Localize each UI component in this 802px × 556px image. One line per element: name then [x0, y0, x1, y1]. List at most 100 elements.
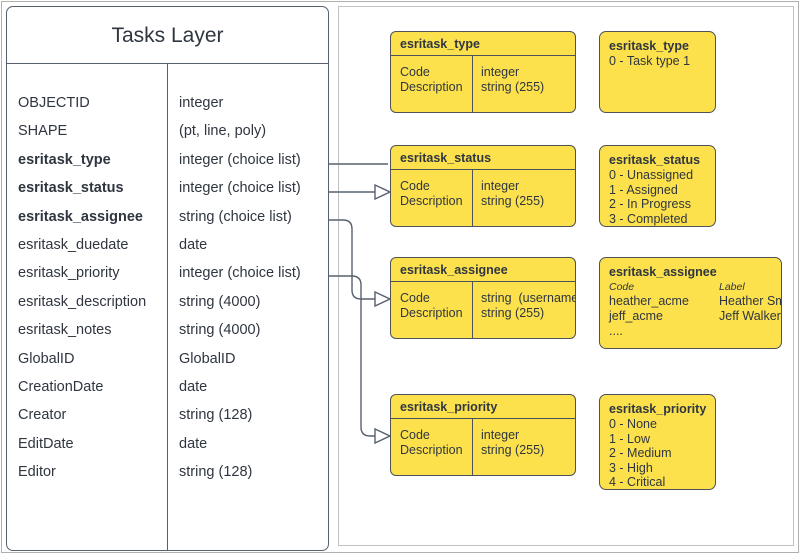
- field-name: EditDate: [18, 435, 74, 452]
- value-list-item: 0 - Unassigned: [609, 168, 694, 182]
- field-type: date: [179, 378, 208, 395]
- value-list-row: heather_acme Heather Smith: [609, 294, 781, 309]
- field-name: esritask_status: [18, 180, 124, 197]
- schema-table-divider: [472, 282, 473, 338]
- value-list-esritask-assignee: esritask_assignee Code Label heather_acm…: [599, 257, 782, 349]
- field-type: string (128): [179, 407, 253, 424]
- schema-table-field-types: string (username) string (255): [481, 291, 575, 320]
- schema-table-body: Code Description integer string (255): [391, 56, 575, 112]
- value-list-esritask-type: esritask_type 0 - Task type 1: [599, 31, 716, 113]
- schema-table-divider: [472, 56, 473, 112]
- field-row: EditDate date: [7, 436, 328, 464]
- value-list-title: esritask_type: [609, 39, 689, 53]
- field-row: Editor string (128): [7, 464, 328, 492]
- field-type: date: [179, 435, 208, 452]
- field-name: esritask_type: [18, 151, 111, 168]
- field-row: SHAPE (pt, line, poly): [7, 123, 328, 151]
- value-list-item: 1 - Low: [609, 431, 650, 446]
- subheader-code: Code: [609, 281, 635, 293]
- schema-table-title: esritask_priority: [391, 395, 575, 419]
- field-name: esritask_assignee: [18, 208, 143, 225]
- field-type: (pt, line, poly): [179, 123, 267, 140]
- field-name: CreationDate: [18, 378, 104, 395]
- field-type: string (128): [179, 464, 253, 481]
- value-label: Heather Smith: [719, 294, 781, 308]
- value-list-lines: 0 - Task type 1: [609, 54, 706, 69]
- field-row: esritask_description string (4000): [7, 294, 328, 322]
- field-row: GlobalID GlobalID: [7, 351, 328, 379]
- value-label: Jeff Walker: [719, 309, 781, 323]
- schema-table-title: esritask_assignee: [391, 258, 575, 282]
- value-list-item: 2 - Medium: [609, 446, 672, 461]
- schema-table-body: Code Description integer string (255): [391, 170, 575, 226]
- value-list-item: 4 - Critical: [609, 475, 666, 490]
- value-list-row: ....: [609, 324, 772, 339]
- schema-table-field-types: integer string (255): [481, 428, 545, 457]
- field-name: OBJECTID: [18, 95, 90, 111]
- value-list-title: esritask_assignee: [609, 265, 717, 279]
- field-type: integer (choice list): [179, 151, 301, 168]
- value-code: jeff_acme: [609, 309, 663, 323]
- value-list-item: 3 - High: [609, 460, 653, 475]
- schema-table-field-names: Code Description: [400, 65, 463, 94]
- schema-table-divider: [472, 170, 473, 226]
- schema-table-divider: [472, 419, 473, 475]
- schema-table-field-names: Code Description: [400, 428, 463, 457]
- field-name: esritask_duedate: [18, 236, 129, 253]
- schema-table-title: esritask_type: [391, 32, 575, 56]
- field-row: esritask_status integer (choice list): [7, 180, 328, 208]
- page-title: Tasks Layer: [7, 7, 328, 64]
- subheader-label: Label: [719, 281, 745, 293]
- field-row: esritask_assignee string (choice list): [7, 209, 328, 237]
- value-code: heather_acme: [609, 294, 689, 308]
- value-list-item: 1 - Assigned: [609, 182, 678, 197]
- schema-table-field-types: integer string (255): [481, 65, 545, 94]
- field-row: esritask_duedate date: [7, 237, 328, 265]
- value-list-item: 0 - Task type 1: [609, 54, 691, 68]
- schema-table-body: Code Description string (username) string…: [391, 282, 575, 338]
- field-type: string (4000): [179, 293, 261, 310]
- field-row: esritask_notes string (4000): [7, 322, 328, 350]
- field-row: CreationDate date: [7, 379, 328, 407]
- value-code: ....: [609, 324, 623, 338]
- field-name: esritask_description: [18, 293, 147, 310]
- field-row: esritask_type integer (choice list): [7, 152, 328, 180]
- field-type: integer (choice list): [179, 180, 301, 197]
- schema-table-field-types: integer string (255): [481, 179, 545, 208]
- field-name: SHAPE: [18, 123, 68, 140]
- field-name: esritask_notes: [18, 322, 112, 339]
- field-type: GlobalID: [179, 350, 236, 367]
- field-name: esritask_priority: [18, 265, 120, 282]
- value-list-title: esritask_status: [609, 153, 701, 167]
- field-row: Creator string (128): [7, 407, 328, 435]
- schema-table-field-names: Code Description: [400, 291, 463, 320]
- schema-table-field-names: Code Description: [400, 179, 463, 208]
- field-row: OBJECTID integer: [7, 95, 328, 123]
- field-type: integer: [179, 95, 224, 111]
- value-list-item: 2 - In Progress: [609, 197, 691, 212]
- value-list-rows: heather_acme Heather Smith jeff_acme Jeff W…: [609, 294, 781, 339]
- value-list-item: 0 - None: [609, 417, 657, 431]
- value-list-item: 3 - Completed: [609, 211, 688, 226]
- schema-table-body: Code Description integer string (255): [391, 419, 575, 475]
- field-name: GlobalID: [18, 350, 75, 367]
- field-name: Creator: [18, 407, 67, 424]
- field-type: string (4000): [179, 322, 261, 339]
- value-list-subheaders: Code Label: [609, 280, 772, 294]
- value-list-title: esritask_priority: [609, 402, 707, 416]
- field-type: date: [179, 236, 208, 253]
- field-type: string (choice list): [179, 208, 292, 225]
- field-name: Editor: [18, 464, 56, 481]
